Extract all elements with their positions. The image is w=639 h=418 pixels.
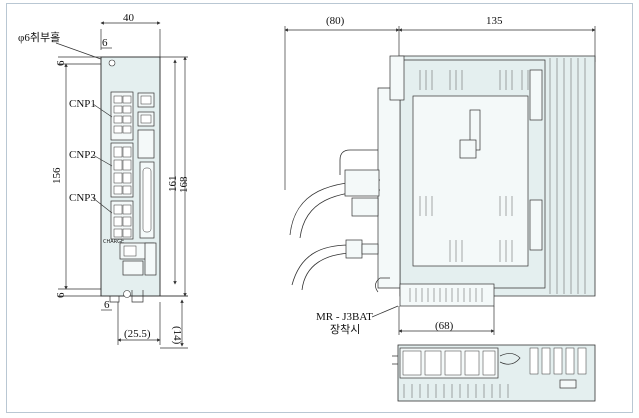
dim-height-inner: 161 (167, 176, 179, 193)
dim-bottom-margin: 6 (55, 292, 67, 298)
battery-label: MR - J3BAT (316, 311, 373, 323)
dim-body-depth: 135 (486, 15, 503, 27)
hole-label: φ6취부홀 (18, 31, 60, 44)
label-cnp1: CNP1 (69, 98, 96, 110)
dim-bottom-depth: (14) (171, 326, 183, 345)
dim-cable-depth: (80) (326, 15, 345, 27)
label-cnp2: CNP2 (69, 149, 96, 161)
dim-height-outer: 168 (178, 176, 190, 193)
dim-battery-depth: (68) (435, 320, 454, 332)
battery-sub: 장착시 (330, 323, 360, 336)
dim-width-top: 40 (123, 12, 135, 24)
dim-bottom-offset: 6 (104, 299, 110, 311)
dim-height-total: 156 (51, 167, 63, 184)
label-cnp3: CNP3 (69, 192, 96, 204)
dim-bottom-width: (25.5) (124, 328, 151, 340)
front-view: 40 φ6취부홀 6 6 156 6 (18, 12, 190, 349)
label-charge: CHARGE (103, 239, 124, 245)
side-view: (80) 135 (284, 15, 596, 402)
dim-hole-offset: 6 (102, 37, 108, 49)
dim-top-margin: 6 (55, 60, 67, 66)
